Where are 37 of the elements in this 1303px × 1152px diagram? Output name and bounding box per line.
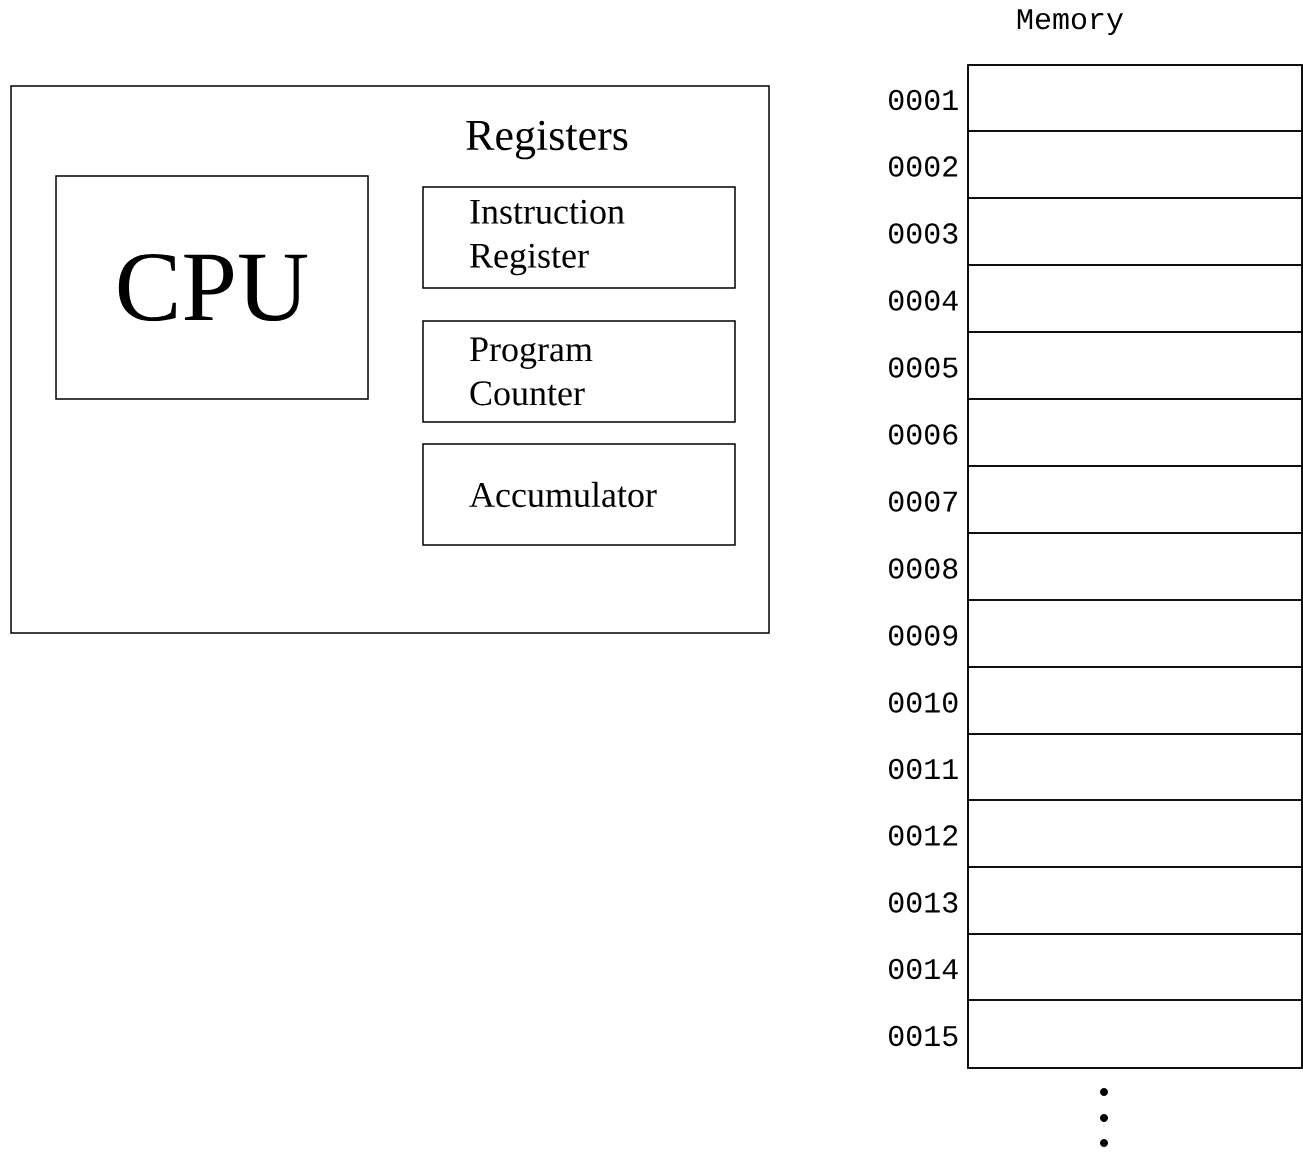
address-label: 0007 — [889, 491, 957, 512]
memory-cell — [967, 666, 1303, 735]
address-label: 0013 — [889, 892, 958, 913]
address-label: 0004 — [889, 290, 958, 311]
address-label: 0014 — [889, 958, 958, 980]
cpu-unit-box — [10, 85, 770, 634]
register-box: Program Counter — [422, 320, 736, 423]
memory-cell — [967, 733, 1303, 801]
memory-cell — [967, 264, 1303, 333]
cpu-box: CPU — [55, 175, 369, 400]
address-label: 0015 — [889, 1025, 958, 1047]
address-label: 0011 — [889, 758, 958, 780]
address-label: 0010 — [889, 692, 958, 713]
memory-cell — [967, 130, 1303, 199]
address-label: 0005 — [889, 357, 958, 378]
memory-cell — [967, 64, 1303, 132]
memory-cell — [967, 197, 1303, 266]
address-label: 0003 — [889, 223, 958, 244]
memory-cell — [967, 398, 1303, 467]
memory-cell — [967, 532, 1303, 601]
address-label: 0012 — [889, 825, 958, 846]
address-label: 0001 — [889, 89, 958, 111]
memory-cell — [967, 999, 1303, 1069]
node-label: Memory — [1017, 9, 1123, 36]
address-label: 0006 — [889, 424, 958, 445]
memory-cell — [967, 799, 1303, 868]
group-heading: Registers — [466, 120, 628, 160]
register-box: Accumulator — [422, 443, 736, 546]
address-label: 0002 — [889, 156, 958, 177]
memory-cell — [967, 866, 1303, 935]
memory-cell — [967, 599, 1303, 668]
memory-cell — [967, 933, 1303, 1001]
memory-cell — [967, 465, 1303, 534]
memory-cell — [967, 331, 1303, 400]
address-label: 0008 — [889, 558, 958, 579]
register-box: Instruction Register — [422, 186, 736, 289]
address-label: 0009 — [889, 625, 958, 646]
